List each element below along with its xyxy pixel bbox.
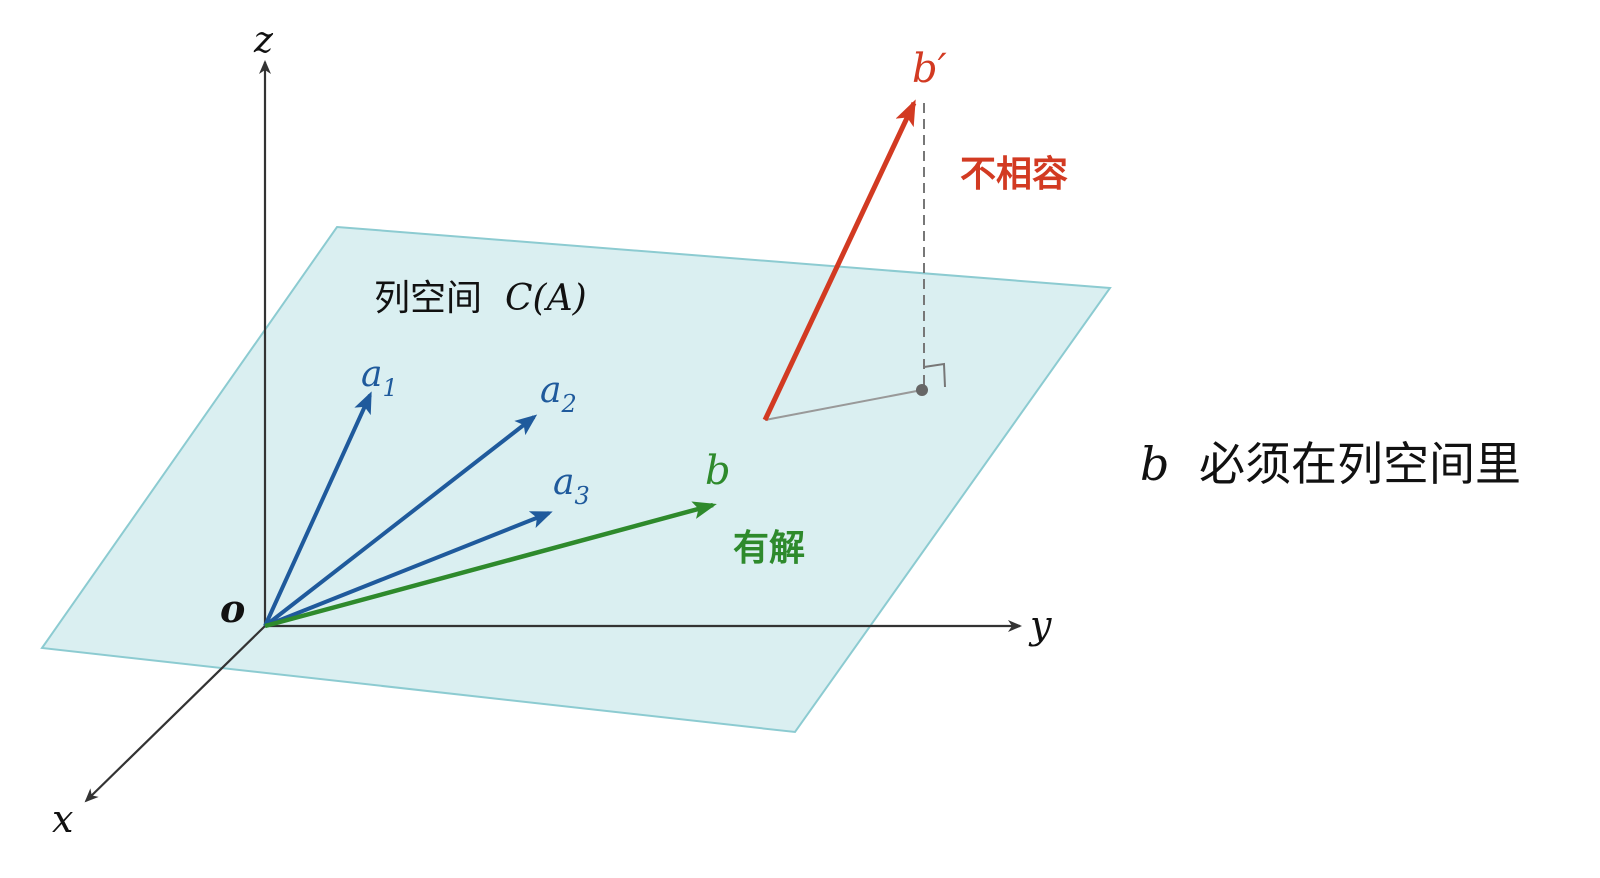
plane-label: 列空间 C(A) [374, 278, 587, 319]
z-axis-label: z [253, 20, 274, 61]
projection-line [764, 389, 923, 421]
b-label: b [705, 448, 731, 494]
y-axis-label: y [1028, 603, 1052, 647]
caption-text: 必须在列空间里 [1199, 437, 1521, 491]
a3-vector [264, 511, 553, 628]
a2-vector [263, 414, 538, 628]
solvable-annotation: 有解 [733, 528, 805, 569]
x-axis-label: x [52, 797, 73, 841]
caption: b 必须在列空间里 [1140, 437, 1521, 491]
a2-label: a2 [540, 370, 577, 418]
inconsistent-annotation: 不相容 [960, 154, 1068, 195]
caption-math: b [1140, 437, 1169, 491]
b-vector [264, 501, 717, 629]
b-prime-vector [762, 99, 917, 422]
column-space-plane [40, 225, 1112, 734]
projection-point [916, 384, 928, 396]
a3-label: a3 [553, 462, 590, 510]
b-prime-label: b′ [912, 46, 947, 92]
right-angle-marker [923, 362, 946, 388]
a1-vector [263, 391, 372, 627]
a1-label: a1 [361, 354, 398, 402]
origin-label: o [220, 586, 245, 631]
plane-label-cn: 列空间 [374, 278, 482, 319]
plane-label-math: C(A) [505, 278, 587, 319]
x-axis [84, 625, 266, 803]
